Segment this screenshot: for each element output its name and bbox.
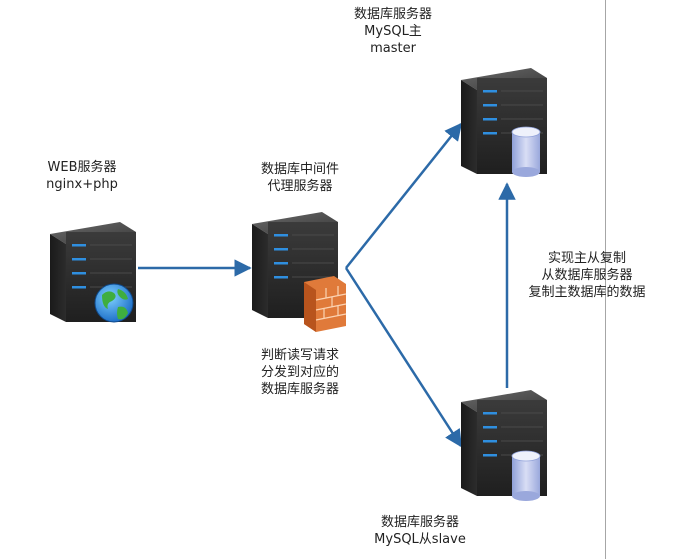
web-server-subtitle: nginx+php bbox=[46, 177, 118, 192]
arrow-middleware-to-slave bbox=[344, 267, 463, 448]
vertical-divider bbox=[605, 0, 606, 559]
middleware-note-line2: 分发到对应的 bbox=[260, 365, 339, 380]
replication-note: 实现主从复制 从数据库服务器 复制主数据库的数据 bbox=[512, 250, 662, 301]
master-db-role: master bbox=[370, 41, 416, 56]
middleware-label: 数据库中间件 代理服务器 bbox=[240, 161, 360, 195]
web-server-label: WEB服务器 nginx+php bbox=[27, 159, 137, 193]
replication-note-line1: 实现主从复制 bbox=[547, 251, 626, 266]
middleware-server-icon bbox=[252, 212, 338, 318]
slave-db-title: 数据库服务器 bbox=[380, 515, 459, 530]
slave-database-icon bbox=[511, 450, 541, 501]
middleware-note: 判断读写请求 分发到对应的 数据库服务器 bbox=[240, 347, 360, 398]
master-db-label: 数据库服务器 MySQL主 master bbox=[333, 6, 453, 57]
master-db-subtitle: MySQL主 bbox=[364, 24, 422, 39]
replication-note-line3: 复制主数据库的数据 bbox=[528, 285, 646, 300]
firewall-icon bbox=[304, 276, 347, 332]
middleware-note-line3: 数据库服务器 bbox=[260, 382, 339, 397]
web-server-title: WEB服务器 bbox=[47, 160, 117, 175]
slave-db-subtitle: MySQL从slave bbox=[374, 532, 466, 547]
replication-note-line2: 从数据库服务器 bbox=[541, 268, 633, 283]
middleware-note-line1: 判断读写请求 bbox=[260, 348, 339, 363]
arrow-middleware-to-master bbox=[345, 122, 463, 269]
middleware-title: 数据库中间件 bbox=[260, 162, 339, 177]
middleware-subtitle: 代理服务器 bbox=[267, 179, 333, 194]
globe-icon bbox=[94, 283, 134, 323]
master-db-title: 数据库服务器 bbox=[353, 7, 432, 22]
master-database-icon bbox=[511, 126, 541, 177]
slave-db-label: 数据库服务器 MySQL从slave bbox=[355, 514, 485, 548]
